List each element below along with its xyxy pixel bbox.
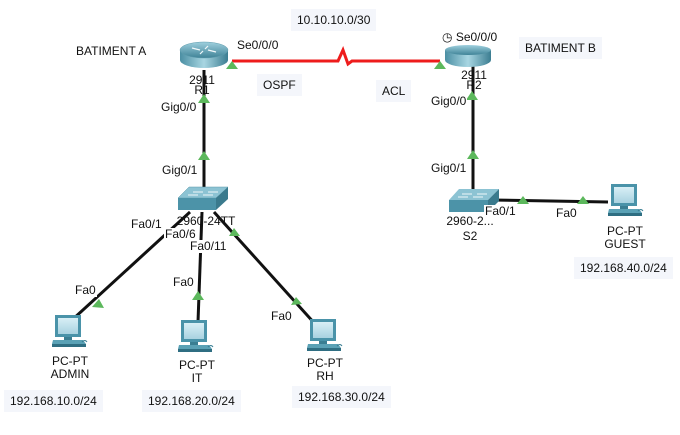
router-r2[interactable] — [445, 45, 491, 67]
link-up-icon — [517, 196, 529, 204]
link-up-icon — [92, 299, 104, 308]
port-rh-fa0: Fa0 — [270, 309, 293, 323]
wan-subnet-label: 10.10.10.0/30 — [291, 9, 377, 31]
pc-icon — [608, 184, 644, 216]
rh-network-label: 192.168.30.0/24 — [292, 386, 391, 408]
port-s2-fa01: Fa0/1 — [484, 204, 517, 218]
pc-icon — [307, 319, 343, 351]
clock-icon: ◷ — [442, 30, 453, 44]
port-s2-gig01: Gig0/1 — [430, 161, 468, 175]
link-up-icon — [467, 150, 479, 159]
acl-label: ACL — [376, 80, 412, 102]
routing-protocol-label: OSPF — [257, 74, 302, 96]
port-s1-fa011: Fa0/11 — [189, 239, 228, 253]
pc-rh[interactable] — [307, 318, 343, 354]
pc-it[interactable] — [178, 319, 214, 355]
link-up-icon — [577, 196, 589, 204]
link-up-icon — [434, 61, 446, 69]
building-a-label: BATIMENT A — [70, 40, 153, 62]
admin-pc-label: PC-PT ADMIN — [50, 354, 90, 381]
guest-network-label: 192.168.40.0/24 — [574, 257, 673, 279]
port-guest-fa0: Fa0 — [555, 206, 578, 220]
port-s1-fa06: Fa0/6 — [164, 227, 197, 241]
guest-pc-label: PC-PT GUEST — [604, 224, 646, 251]
serial-link-r1-r2[interactable] — [232, 46, 440, 67]
link-up-icon — [198, 151, 210, 160]
link-up-icon — [466, 91, 478, 100]
port-r2-gig00: Gig0/0 — [430, 94, 468, 108]
admin-network-label: 192.168.10.0/24 — [4, 390, 103, 412]
it-network-label: 192.168.20.0/24 — [142, 390, 241, 412]
s2-label: 2960-2... S2 — [446, 214, 494, 243]
s1-label: 2960-24TT — [176, 214, 236, 228]
link-up-icon — [226, 61, 238, 69]
port-it-fa0: Fa0 — [172, 275, 195, 289]
port-r1-gig00: Gig0/0 — [160, 100, 198, 114]
switch-s1[interactable] — [177, 186, 229, 210]
rh-pc-label: PC-PT RH — [307, 356, 343, 383]
port-s1-gig01: Gig0/1 — [161, 163, 199, 177]
r2-label: 2911 R2 — [461, 68, 487, 92]
it-pc-label: PC-PT IT — [179, 358, 215, 385]
link-s2-guest[interactable] — [491, 198, 609, 204]
pc-guest[interactable] — [608, 183, 644, 219]
router-r1[interactable] — [179, 41, 229, 68]
pc-admin[interactable] — [52, 314, 88, 350]
port-s1-fa01: Fa0/1 — [130, 217, 163, 231]
link-s1-rh[interactable] — [212, 210, 318, 327]
link-s1-it[interactable] — [196, 211, 204, 323]
port-r2-se000: ◷ Se0/0/0 — [441, 30, 499, 44]
link-up-icon — [192, 291, 204, 300]
building-b-label: BATIMENT B — [519, 37, 602, 59]
r1-label: 2911 R1 — [189, 73, 215, 97]
link-status-indicators — [92, 61, 589, 308]
port-r1-se000: Se0/0/0 — [236, 38, 280, 52]
link-up-icon — [198, 94, 210, 103]
pc-icon — [52, 315, 88, 347]
link-up-icon — [229, 228, 240, 236]
link-up-icon — [291, 297, 302, 305]
port-admin-fa0: Fa0 — [74, 283, 97, 297]
pc-icon — [178, 320, 214, 352]
